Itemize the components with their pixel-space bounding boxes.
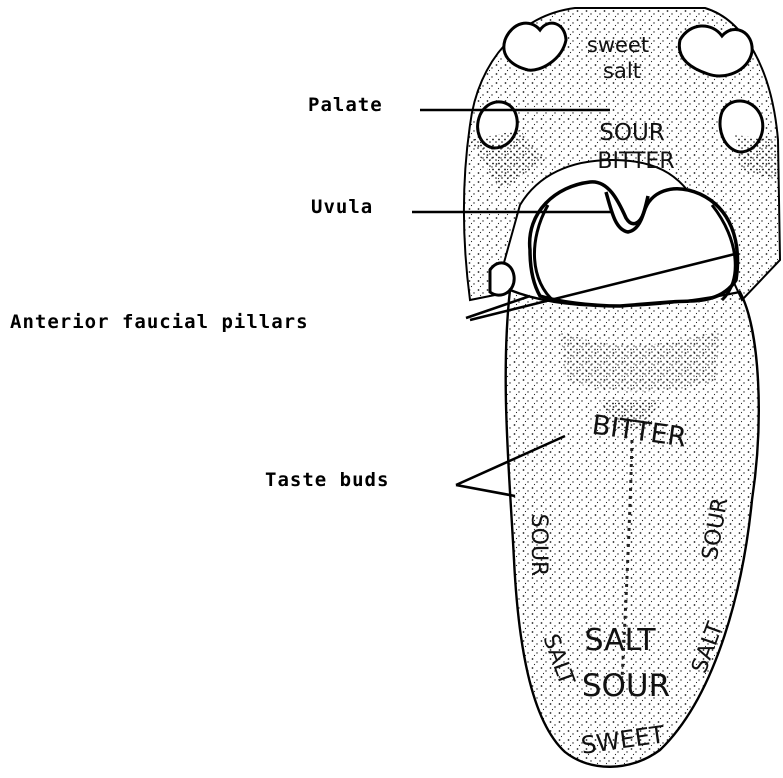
- tongue-sour-center-label: SOUR: [582, 668, 670, 704]
- palate-sweet-label: sweet: [587, 33, 649, 57]
- tongue-sour-left-label: SOUR: [526, 514, 551, 577]
- palate-callout: Palate: [308, 94, 383, 116]
- palate-sour-label: SOUR: [599, 120, 665, 146]
- pillars-callout: Anterior faucial pillars: [10, 311, 309, 333]
- taste-buds-callout: Taste buds: [265, 469, 389, 491]
- tongue-salt-center-label: SALT: [584, 623, 656, 658]
- palate-salt-label: salt: [603, 59, 641, 83]
- throat-opening: [530, 182, 738, 306]
- uvula-callout: Uvula: [311, 196, 373, 218]
- palate-bitter-label: BITTER: [597, 149, 674, 174]
